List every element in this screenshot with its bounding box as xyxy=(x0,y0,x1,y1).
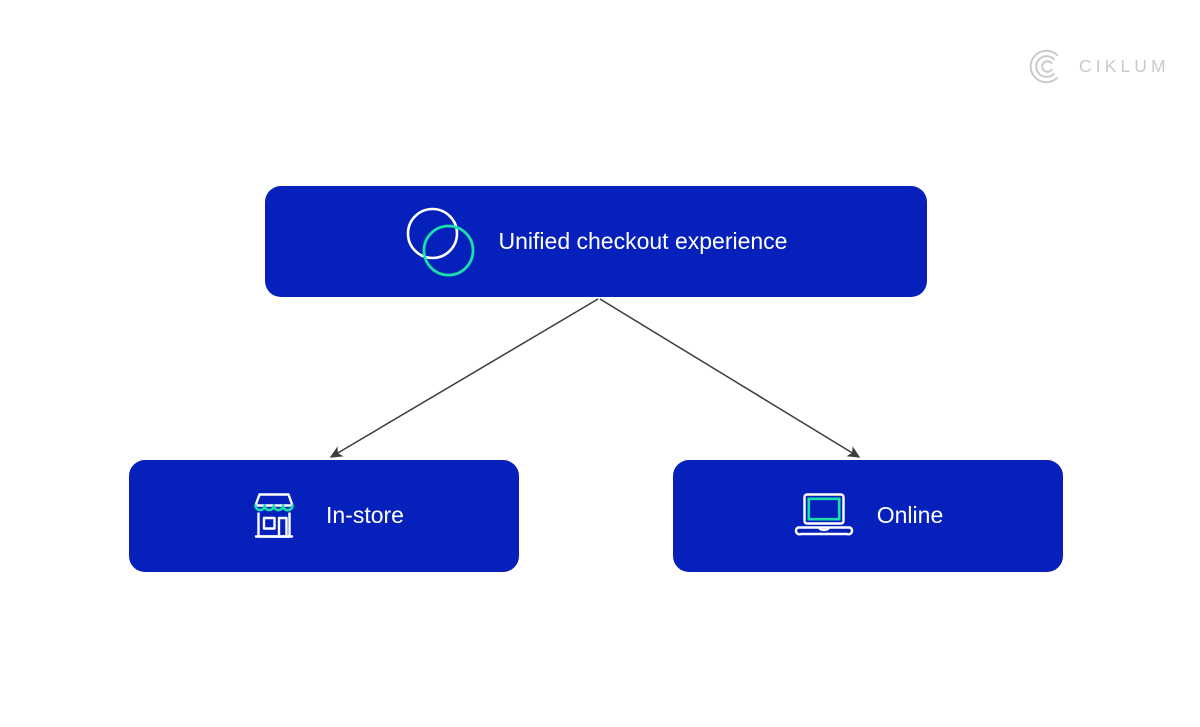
brand-wordmark: CIKLUM xyxy=(1079,55,1170,76)
node-label-unified-checkout: Unified checkout experience xyxy=(498,227,788,254)
connector-line-online xyxy=(599,298,861,458)
laptop-computer-icon xyxy=(794,493,854,536)
overlapping-circles-venn-icon xyxy=(406,207,474,276)
node-card-content: In-store xyxy=(244,486,404,546)
node-card-content: Online xyxy=(793,488,943,544)
node-label-online: Online xyxy=(876,502,944,529)
node-label-in-store: In-store xyxy=(326,502,404,529)
brand-logo: CIKLUM xyxy=(1028,48,1170,85)
ciklum-c-arcs-logo-icon xyxy=(1029,49,1059,84)
node-card-content: Unified checkout experience xyxy=(405,206,788,278)
node-card-online[interactable]: Online xyxy=(673,460,1063,572)
connector-line-in-store xyxy=(329,298,599,458)
node-card-in-store[interactable]: In-store xyxy=(129,460,519,572)
storefront-shop-icon xyxy=(254,493,294,538)
node-card-unified-checkout[interactable]: Unified checkout experience xyxy=(265,186,927,297)
